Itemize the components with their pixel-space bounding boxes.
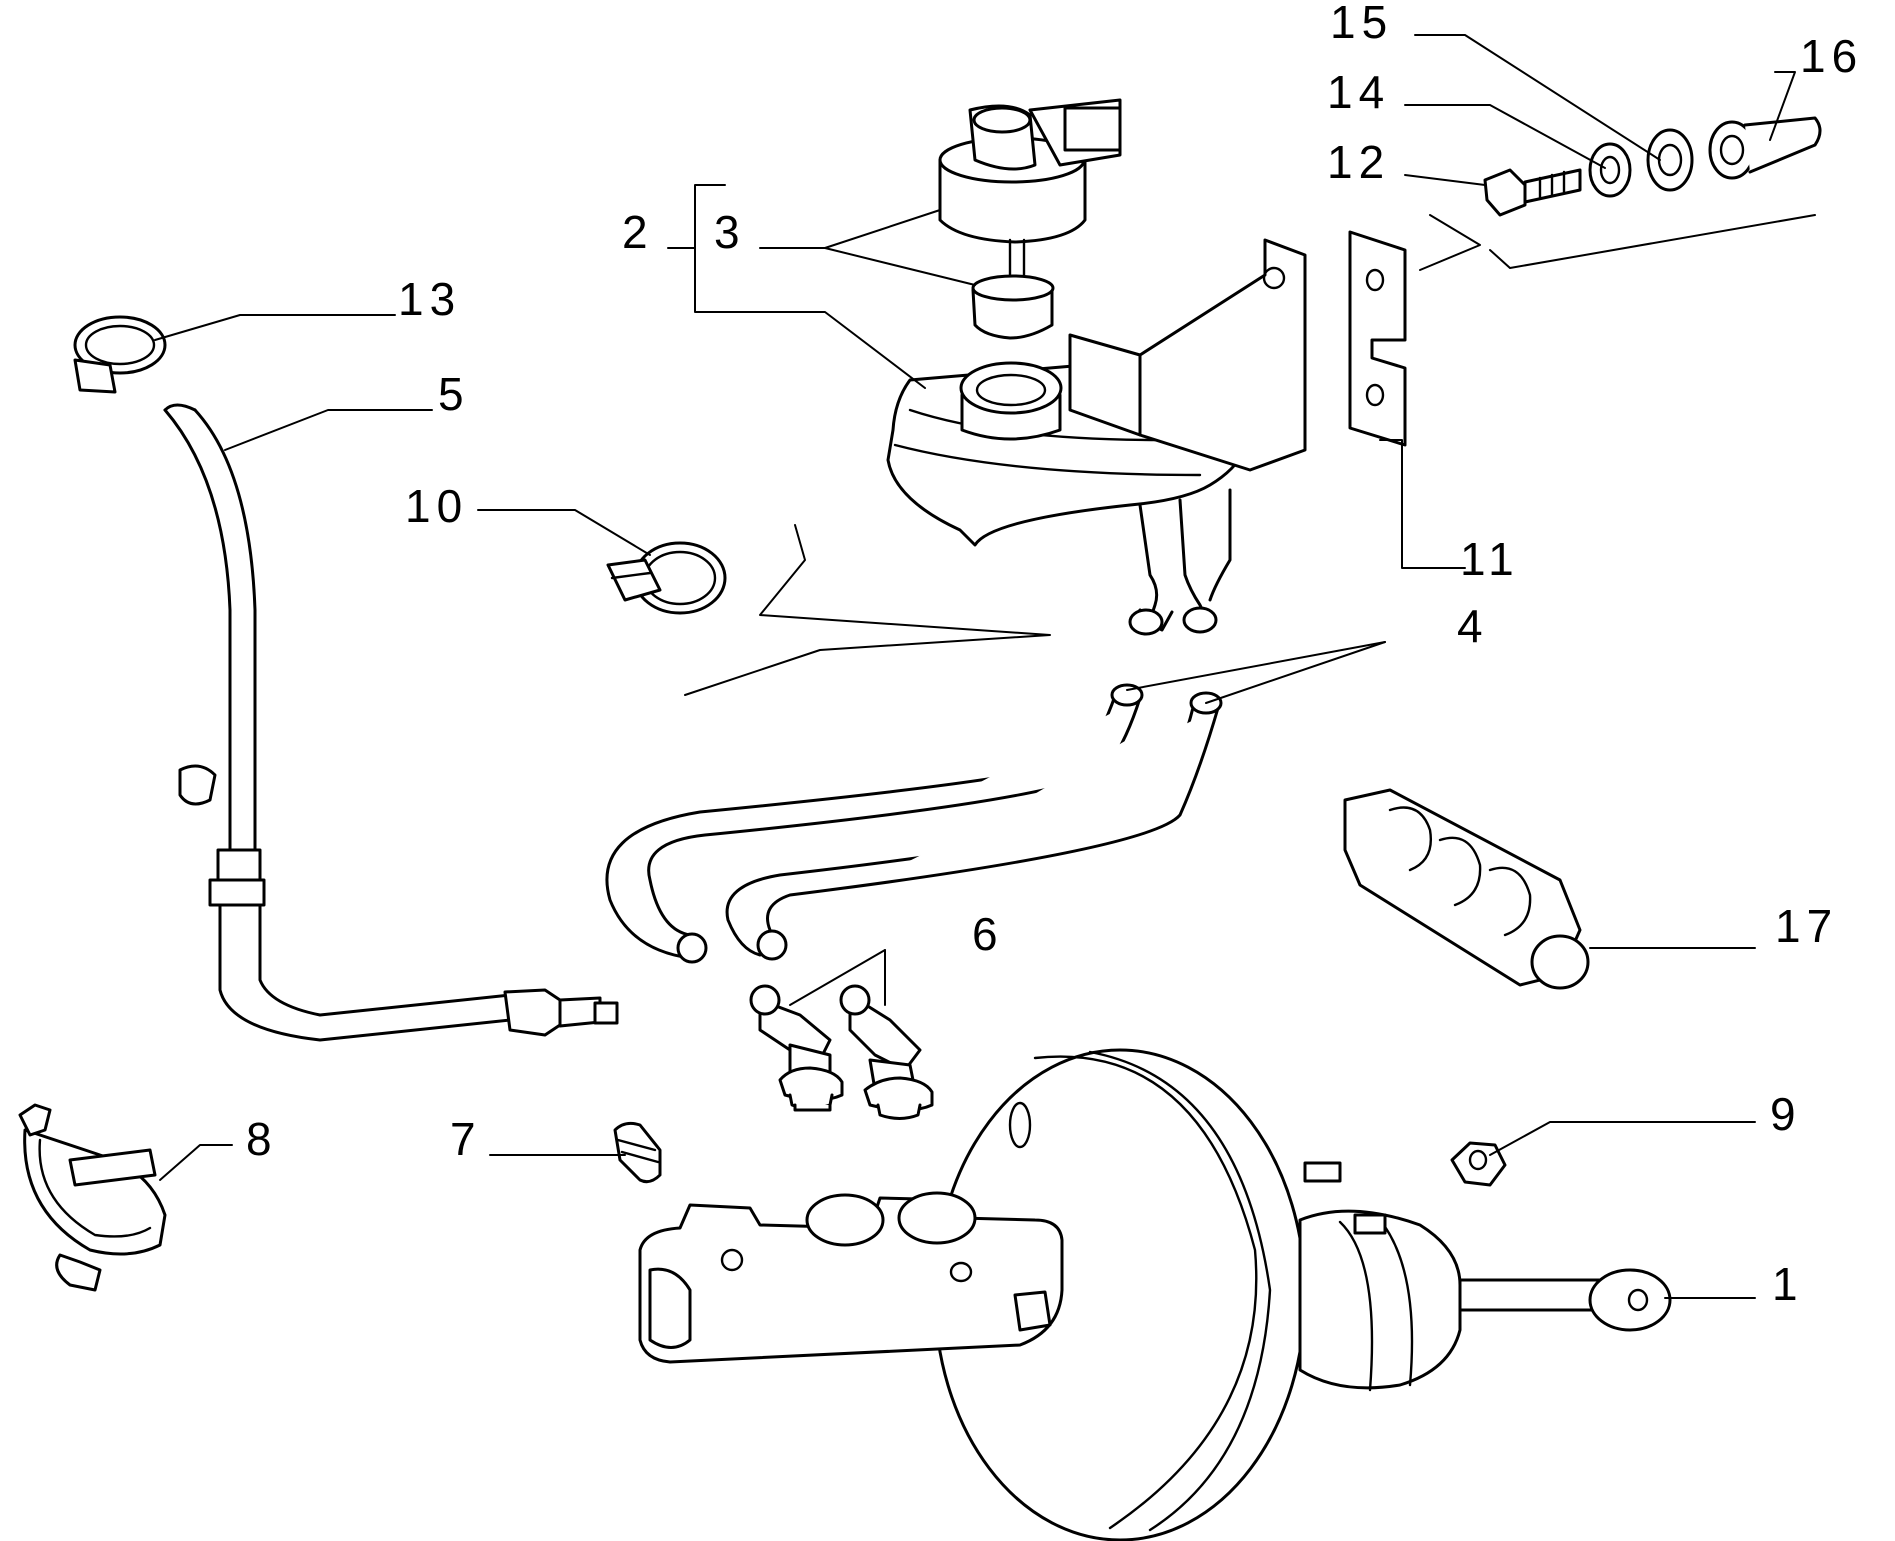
callout-11: 11 — [1460, 533, 1520, 585]
nut-part — [1450, 1141, 1507, 1187]
leader-line-2 — [667, 184, 726, 249]
leader-lines — [154, 34, 1816, 1299]
bolt-part — [1483, 168, 1582, 217]
leader-line-16 — [1769, 71, 1796, 141]
leader-line-14 — [1404, 104, 1606, 169]
leader-line-3 — [759, 209, 941, 249]
brake-servo-booster-part — [638, 1048, 1672, 1541]
leader-line-8 — [159, 1144, 233, 1181]
reservoir-feed-hoses-part — [605, 683, 1223, 964]
callout-4: 4 — [1457, 600, 1489, 652]
leader-line-15 — [1414, 34, 1661, 161]
leader-line-2-to-reservoir — [694, 247, 926, 389]
callout-14: 14 — [1327, 66, 1390, 118]
hose-clamp-part-13 — [73, 315, 167, 394]
spacer-sleeve-part — [1708, 116, 1822, 180]
vacuum-hose-part — [163, 403, 619, 1042]
leader-line-11 — [1379, 439, 1466, 569]
callout-6: 6 — [972, 908, 1004, 960]
callout-17: 17 — [1775, 900, 1838, 952]
callout-7: 7 — [450, 1113, 482, 1165]
break-line-right-b — [1489, 214, 1816, 269]
leader-line-9 — [1489, 1121, 1756, 1156]
callout-9: 9 — [1770, 1088, 1802, 1140]
callout-1: 1 — [1772, 1258, 1804, 1310]
callout-16: 16 — [1800, 30, 1863, 82]
callout-3: 3 — [714, 206, 746, 258]
hose-clip-part — [18, 1103, 167, 1292]
break-line-right — [1419, 214, 1481, 271]
mounting-plate-part — [1348, 230, 1407, 447]
callout-2: 2 — [622, 206, 654, 258]
callout-labels: 1 2 3 4 5 6 7 8 9 10 11 12 13 14 15 16 1… — [246, 0, 1863, 1310]
callout-12: 12 — [1327, 136, 1390, 188]
leader-line-3-b — [824, 247, 976, 286]
leader-line-13 — [154, 314, 396, 341]
callout-13: 13 — [398, 273, 461, 325]
reservoir-cap-sensor-part — [938, 98, 1122, 340]
washer-part-14 — [1588, 142, 1632, 198]
washer-part-15 — [1646, 128, 1694, 192]
callout-5: 5 — [438, 368, 470, 420]
leader-line-10 — [477, 509, 651, 556]
hose-clamp-part — [606, 541, 727, 615]
pipe-clip-part — [1343, 788, 1590, 990]
leader-line-12 — [1404, 174, 1486, 186]
non-return-valves-part — [749, 984, 934, 1120]
grommet-part — [613, 1121, 662, 1184]
brake-fluid-reservoir-part — [886, 238, 1307, 636]
leader-line-4 — [1126, 641, 1386, 691]
break-line-left — [684, 524, 1051, 696]
callout-10: 10 — [405, 480, 468, 532]
callout-15: 15 — [1330, 0, 1393, 48]
leader-line-4-b — [1205, 641, 1386, 704]
leader-line-5 — [224, 409, 433, 451]
callout-8: 8 — [246, 1113, 278, 1165]
leader-line-6-b — [789, 949, 886, 1006]
